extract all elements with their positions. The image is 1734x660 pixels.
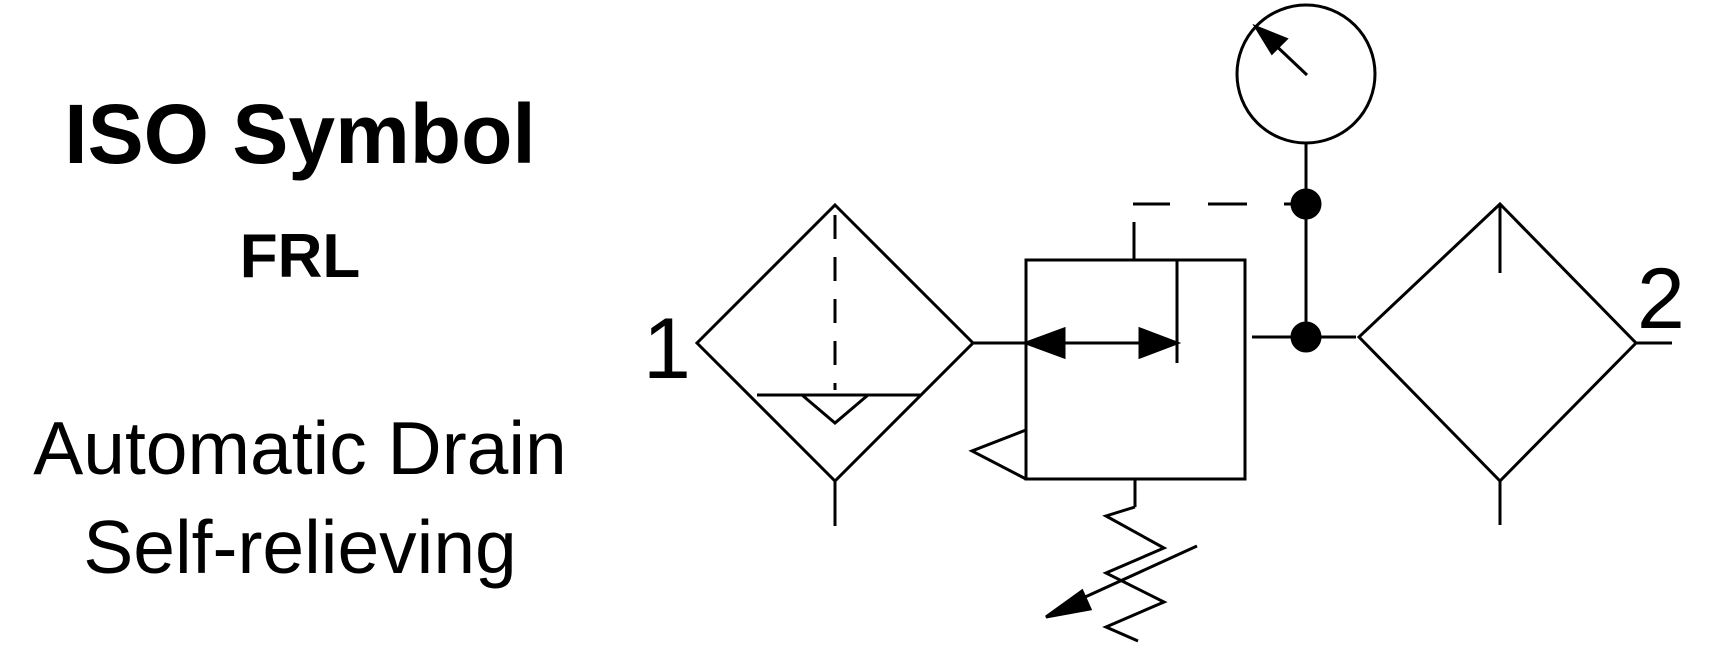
port-2-label: 2: [1637, 251, 1685, 347]
lubricator-diamond: [1356, 201, 1639, 484]
port-1-label: 1: [643, 301, 691, 397]
gauge-dial: [1235, 3, 1377, 145]
description-line-1: Automatic Drain: [33, 406, 567, 490]
diagram-subtitle: FRL: [239, 222, 361, 291]
drain-triangle: [801, 393, 869, 425]
gauge-needle-tip: [1252, 23, 1289, 56]
adjustable-spring: [1102, 505, 1168, 643]
description-line-2: Self-relieving: [83, 505, 517, 589]
lubricator-symbol: [1356, 201, 1672, 525]
adjustment-arrow-line: [1071, 544, 1198, 605]
flow-arrow-left: [1021, 326, 1066, 360]
exhaust-triangle: [968, 428, 1027, 481]
diagram-title: ISO Symbol: [64, 87, 536, 181]
adjustment-arrowhead: [1045, 588, 1093, 619]
caption-panel: ISO Symbol FRL Automatic Drain Self-reli…: [0, 0, 600, 660]
flow-arrow-right: [1138, 326, 1182, 360]
filter-auto-drain-symbol: [694, 202, 976, 526]
regulator-self-relieving-symbol: [968, 202, 1305, 643]
regulator-body: [1024, 258, 1247, 481]
pressure-gauge-symbol: [1235, 3, 1377, 145]
